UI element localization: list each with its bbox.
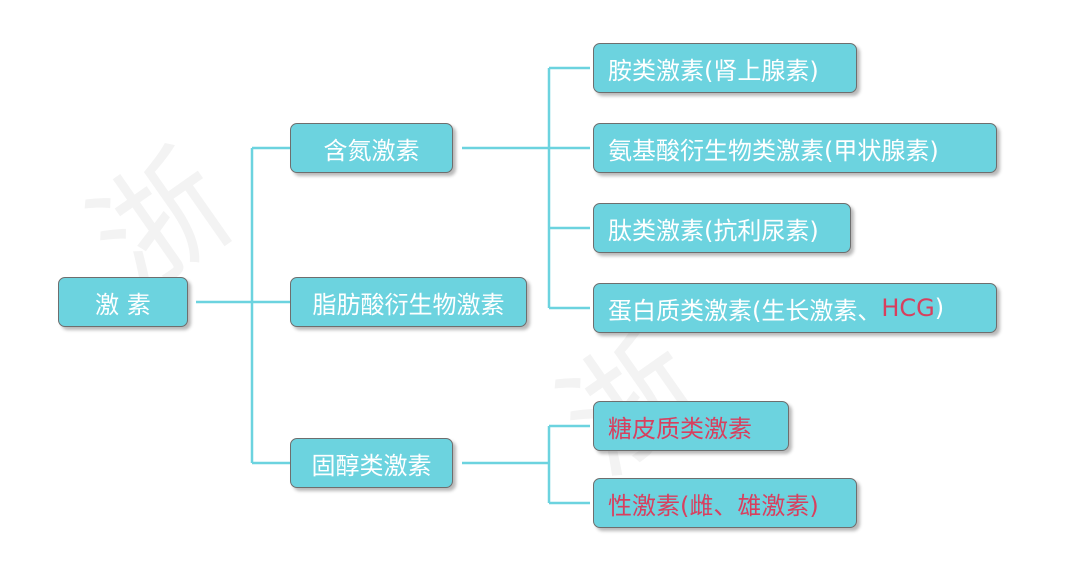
amino-acid-derivative-node: 氨基酸衍生物类激素(甲状腺素)	[593, 123, 997, 173]
peptide-hormone-node: 肽类激素(抗利尿素)	[593, 203, 851, 253]
protein-hormone-prefix: 蛋白质类激素(生长激素、	[608, 296, 882, 325]
protein-hormone-node: 蛋白质类激素(生长激素、HCG)	[593, 283, 997, 333]
root-node: 激 素	[58, 277, 188, 327]
steroid-hormone-node: 固醇类激素	[290, 438, 453, 488]
fatty-acid-hormone-node: 脂肪酸衍生物激素	[290, 277, 527, 327]
glucocorticoid-node: 糖皮质类激素	[593, 401, 789, 451]
nitrogen-hormone-node: 含氮激素	[290, 123, 453, 173]
amine-hormone-node: 胺类激素(肾上腺素)	[593, 43, 857, 93]
hcg-highlight: HCG	[881, 294, 935, 322]
sex-hormone-node: 性激素(雌、雄激素)	[593, 478, 857, 528]
protein-hormone-suffix: )	[934, 294, 945, 322]
